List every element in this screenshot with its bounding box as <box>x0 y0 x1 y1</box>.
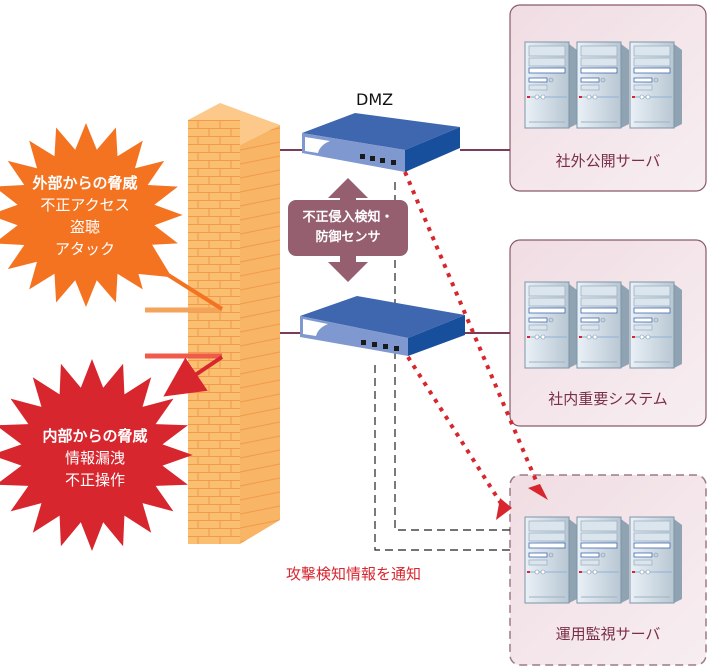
notify-line-dmz <box>394 182 510 531</box>
server-label-internal: 社内重要システム <box>548 390 668 408</box>
internal-threat-item: 情報漏洩 <box>64 449 125 467</box>
notify-line-internal <box>374 365 510 551</box>
firewall-icon <box>188 103 280 544</box>
external-threat-item: 盗聴 <box>69 218 100 236</box>
leak-arrow-internal <box>163 355 224 397</box>
server-tower-icon <box>629 281 682 369</box>
sensor-double-arrow-icon <box>288 178 408 282</box>
external-threat-starburst-icon <box>0 123 183 307</box>
notify-label: 攻撃検知情報を通知 <box>286 565 422 583</box>
server-tower-icon <box>629 41 682 129</box>
dmz-router-icon <box>302 113 460 172</box>
server-label-public: 社外公開サーバ <box>555 152 661 170</box>
server-tower-icon <box>576 41 629 129</box>
server-tower-icon <box>524 281 577 369</box>
internal-threat-starburst-icon <box>0 359 193 551</box>
sensor-label-line1: 不正侵入検知・ <box>302 210 394 225</box>
alert-arrowhead-dmz <box>528 484 548 500</box>
server-tower-icon <box>576 281 629 369</box>
server-tower-icon <box>576 516 629 604</box>
external-threat-item: アタック <box>54 240 115 258</box>
external-threat-title: 外部からの脅威 <box>32 174 138 192</box>
alert-arrowhead-internal <box>496 498 512 520</box>
external-threat-label: 外部からの脅威 不正アクセス 盗聴 アタック <box>10 172 160 260</box>
alert-path-internal <box>406 355 504 507</box>
server-tower-icon <box>524 41 577 129</box>
external-threat-item: 不正アクセス <box>40 196 130 214</box>
dmz-label: DMZ <box>356 90 394 109</box>
internal-threat-label: 内部からの脅威 情報漏洩 不正操作 <box>20 425 170 491</box>
deflect-arrow-external <box>127 239 224 311</box>
server-label-monitor: 運用監視サーバ <box>555 625 661 643</box>
internal-threat-item: 不正操作 <box>64 471 125 489</box>
sensor-label: 不正侵入検知・ 防御センサ <box>288 208 408 248</box>
server-tower-icon <box>524 516 577 604</box>
sensor-label-line2: 防御センサ <box>315 230 381 245</box>
internal-router-icon <box>300 296 465 356</box>
server-tower-icon <box>629 516 682 604</box>
internal-threat-title: 内部からの脅威 <box>42 427 148 445</box>
alert-path-dmz <box>403 171 542 491</box>
